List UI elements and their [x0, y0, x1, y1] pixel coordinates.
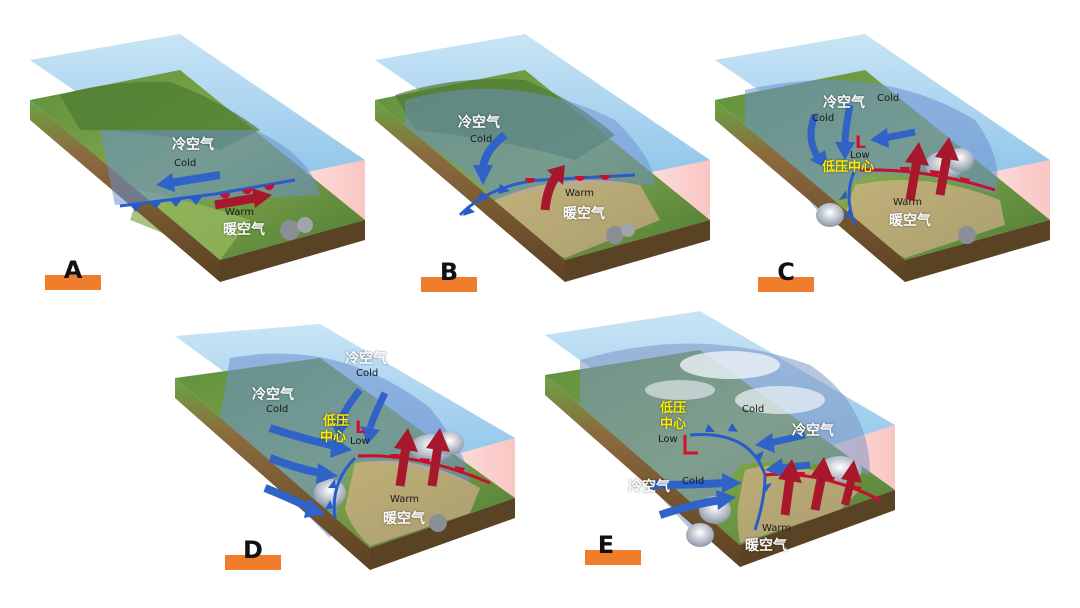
cold-en-label: Cold [877, 93, 900, 104]
panel-b-label: B [439, 258, 459, 286]
cold-en-label: Cold [356, 368, 379, 379]
panel-d-label: D [243, 536, 263, 564]
warm-en-label: Warm [565, 188, 595, 199]
panel-b-tag [421, 277, 477, 292]
panel-e-diagram [545, 311, 895, 567]
low-symbol: L [355, 418, 366, 438]
cold-en-label: Cold [812, 113, 835, 124]
cold-air-cn-label: 冷空气 [792, 423, 834, 439]
low-center-cn-line2: 中心 [320, 430, 347, 445]
panel-c-label: C [777, 258, 795, 286]
low-en-label: Low [350, 436, 370, 447]
low-center-cn-line1: 低压 [660, 401, 687, 416]
panel-e-tag [585, 550, 641, 565]
warm-en-label: Warm [762, 523, 792, 534]
panel-c-tag [758, 277, 814, 292]
low-center-cn-label: 低压中心 [822, 160, 875, 175]
low-symbol: L [855, 133, 866, 153]
panel-d: 冷空气 Cold 冷空气 Cold 低压 中心 L Low Warm 暖空气 D [170, 318, 530, 598]
warm-air-cn-label: 暖空气 [889, 213, 931, 229]
cold-en-label: Cold [682, 476, 705, 487]
cold-air-cn-label: 冷空气 [252, 387, 294, 403]
panel-e: 低压 中心 Low Cold 冷空气 冷空气 Cold Warm 暖空气 E [540, 305, 900, 595]
panel-a-label: A [63, 256, 83, 284]
panel-a: 冷空气 Cold Warm 暖空气 A [20, 20, 380, 300]
low-center-cn-line1: 低压 [323, 414, 350, 429]
warm-en-label: Warm [893, 197, 923, 208]
low-en-label: Low [850, 150, 870, 161]
cold-en-label: Cold [470, 134, 493, 145]
panel-a-tag [45, 275, 101, 290]
warm-air-cn-label: 暖空气 [383, 511, 425, 527]
panel-a-diagram [30, 34, 365, 282]
cold-air-cn-label: 冷空气 [172, 137, 214, 153]
cold-en-label: Cold [266, 404, 289, 415]
panel-b: 冷空气 Cold Warm 暖空气 B [365, 20, 725, 300]
warm-air-cn-label: 暖空气 [563, 206, 605, 222]
panel-b-diagram [375, 34, 710, 282]
cold-air-cn-label: 冷空气 [345, 351, 387, 367]
warm-en-label: Warm [225, 207, 255, 218]
cold-en-label: Cold [742, 404, 765, 415]
panel-d-diagram [175, 324, 515, 570]
low-center-cn-line2: 中心 [660, 417, 687, 432]
low-en-label: Low [658, 434, 678, 445]
cold-air-cn-label: 冷空气 [823, 95, 865, 111]
panel-c: 冷空气 Cold Cold L Low 低压中心 Warm 暖空气 C [705, 20, 1065, 300]
warm-en-label: Warm [390, 494, 420, 505]
panel-c-diagram [715, 34, 1050, 282]
warm-air-cn-label: 暖空气 [745, 538, 787, 554]
panel-d-tag [225, 555, 281, 570]
panel-e-label: E [597, 531, 615, 559]
cold-air-cn-label: 冷空气 [458, 115, 500, 131]
cold-air-cn-label: 冷空气 [628, 479, 670, 495]
warm-air-cn-label: 暖空气 [223, 222, 265, 238]
cold-en-label: Cold [174, 158, 197, 169]
